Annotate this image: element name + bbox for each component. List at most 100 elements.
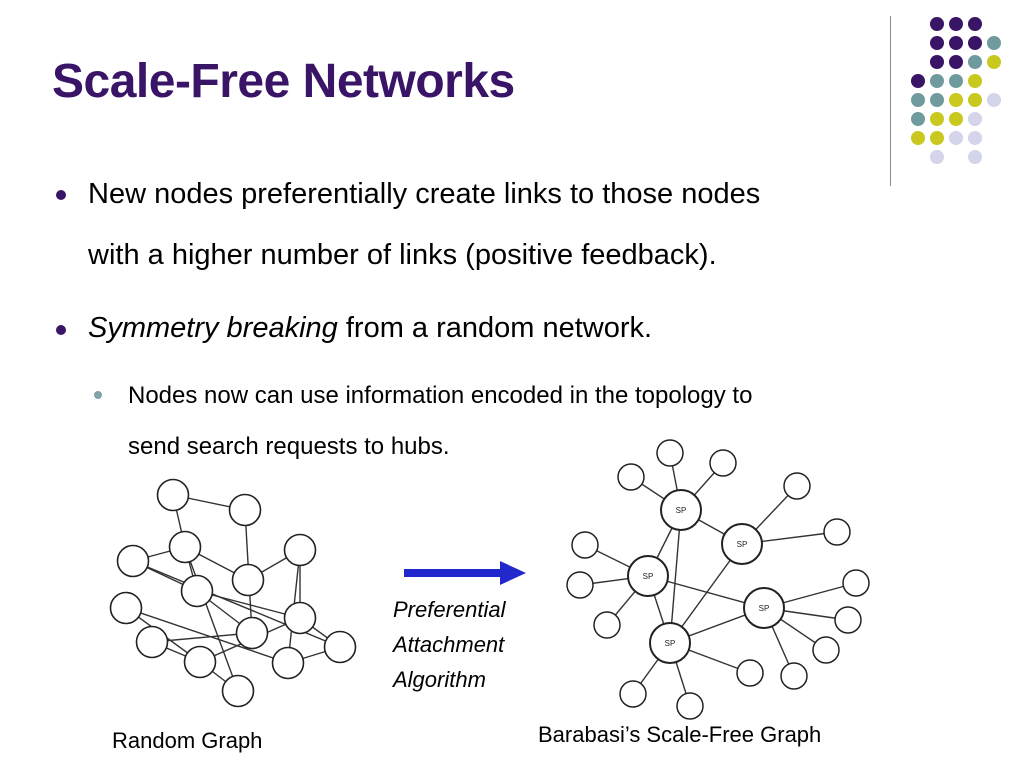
sub-bullet: Nodes now can use information encoded in… [128, 370, 888, 472]
hub-label: SP [737, 540, 748, 549]
random-graph-node [283, 533, 317, 567]
random-graph-node [156, 478, 190, 512]
random-graph-node [180, 574, 214, 608]
decorative-dot [949, 74, 963, 88]
scale-free-leaf-node [736, 659, 764, 687]
algorithm-label-line-3: Algorithm [393, 667, 486, 692]
decorative-dot [930, 131, 944, 145]
random-graph-node [168, 530, 202, 564]
decorative-dot [968, 55, 982, 69]
random-graph-node [231, 563, 265, 597]
arrow-shaft [404, 569, 502, 577]
random-graph-edge [196, 590, 301, 619]
scale-free-leaf-node [566, 571, 594, 599]
transition-arrow [404, 561, 526, 585]
decorative-dot [968, 93, 982, 107]
page-title: Scale-Free Networks [52, 55, 515, 108]
bullet-1-line-2: with a higher number of links (positive … [88, 239, 717, 271]
scale-free-leaf-node [676, 692, 704, 720]
decorative-dot [949, 36, 963, 50]
scale-free-leaf-node [842, 569, 870, 597]
random-graph-edge [184, 546, 239, 692]
decorative-dot [949, 112, 963, 126]
scale-free-leaf-node [783, 472, 811, 500]
decorative-dot [911, 93, 925, 107]
scale-free-leaf-node [571, 531, 599, 559]
scale-free-leaf-node [780, 662, 808, 690]
hub-label: SP [643, 572, 654, 581]
random-graph-node [135, 625, 169, 659]
decorative-dot [930, 36, 944, 50]
decorative-dot [930, 112, 944, 126]
decorative-dot [949, 17, 963, 31]
decorative-dot [949, 55, 963, 69]
sub-bullet-line-1: Nodes now can use information encoded in… [128, 382, 753, 409]
hub-label: SP [665, 639, 676, 648]
hub-label: SP [759, 604, 770, 613]
bullet-1: New nodes preferentially create links to… [88, 164, 888, 286]
scale-free-hub-node [743, 587, 785, 629]
decorative-dot [949, 93, 963, 107]
decorative-dot [968, 36, 982, 50]
bullet-2: Symmetry breaking from a random network. [88, 298, 888, 359]
decorative-dot [968, 17, 982, 31]
bullet-2-italic: Symmetry breaking [88, 312, 338, 344]
decorative-dot [968, 150, 982, 164]
random-graph-node [283, 601, 317, 635]
random-graph-node [109, 591, 143, 625]
random-graph-node [183, 645, 217, 679]
decorative-dot [911, 112, 925, 126]
bullet-1-line-1: New nodes preferentially create links to… [88, 178, 761, 210]
decorative-dot [930, 74, 944, 88]
random-graph-node [323, 630, 357, 664]
scale-free-graph: SP SP SP SP SP [566, 439, 870, 720]
random-graph-edge [125, 607, 289, 664]
scale-free-hub-node [721, 523, 763, 565]
decorative-dot [911, 74, 925, 88]
scale-free-leaf-node [617, 463, 645, 491]
random-graph-node [235, 616, 269, 650]
scale-free-hub-node [660, 489, 702, 531]
random-graph-node [228, 493, 262, 527]
sub-bullet-marker [94, 391, 102, 399]
algorithm-label-line-1: Preferential [393, 597, 506, 622]
scale-free-hub-node [627, 555, 669, 597]
random-graph-edge [151, 632, 253, 643]
scale-free-leaf-node [709, 449, 737, 477]
decorative-dot [949, 131, 963, 145]
algorithm-label: Preferential Attachment Algorithm [393, 592, 506, 697]
random-graph-node [116, 544, 150, 578]
scale-free-leaf-node [812, 636, 840, 664]
decorative-dot [968, 74, 982, 88]
scale-free-leaf-node [823, 518, 851, 546]
decorative-dot [968, 112, 982, 126]
scale-free-edge [669, 509, 682, 644]
decorative-dot [930, 150, 944, 164]
random-graph-caption: Random Graph [112, 728, 263, 753]
decorative-dot [930, 93, 944, 107]
bullet-marker [56, 325, 66, 335]
decorative-dot [930, 55, 944, 69]
scale-free-hub-node [649, 622, 691, 664]
algorithm-label-line-2: Attachment [393, 632, 505, 657]
decorative-divider-line [890, 16, 891, 186]
bullet-marker [56, 190, 66, 200]
scale-free-graph-caption: Barabasi’s Scale-Free Graph [538, 722, 822, 747]
sub-bullet-line-2: send search requests to hubs. [128, 433, 450, 460]
scale-free-leaf-node [619, 680, 647, 708]
decorative-dot [987, 55, 1001, 69]
bullet-2-rest: from a random network. [337, 312, 653, 344]
scale-free-leaf-node [834, 606, 862, 634]
arrow-head [500, 561, 526, 585]
decorative-dot [987, 36, 1001, 50]
hub-label: SP [676, 506, 687, 515]
scale-free-leaf-node [593, 611, 621, 639]
scale-free-leaf-node [656, 439, 684, 467]
decorative-dot [930, 17, 944, 31]
decorative-dot [911, 131, 925, 145]
random-graph-node [221, 674, 255, 708]
random-graph-node [271, 646, 305, 680]
random-graph [109, 478, 357, 708]
decorative-dot [987, 93, 1001, 107]
